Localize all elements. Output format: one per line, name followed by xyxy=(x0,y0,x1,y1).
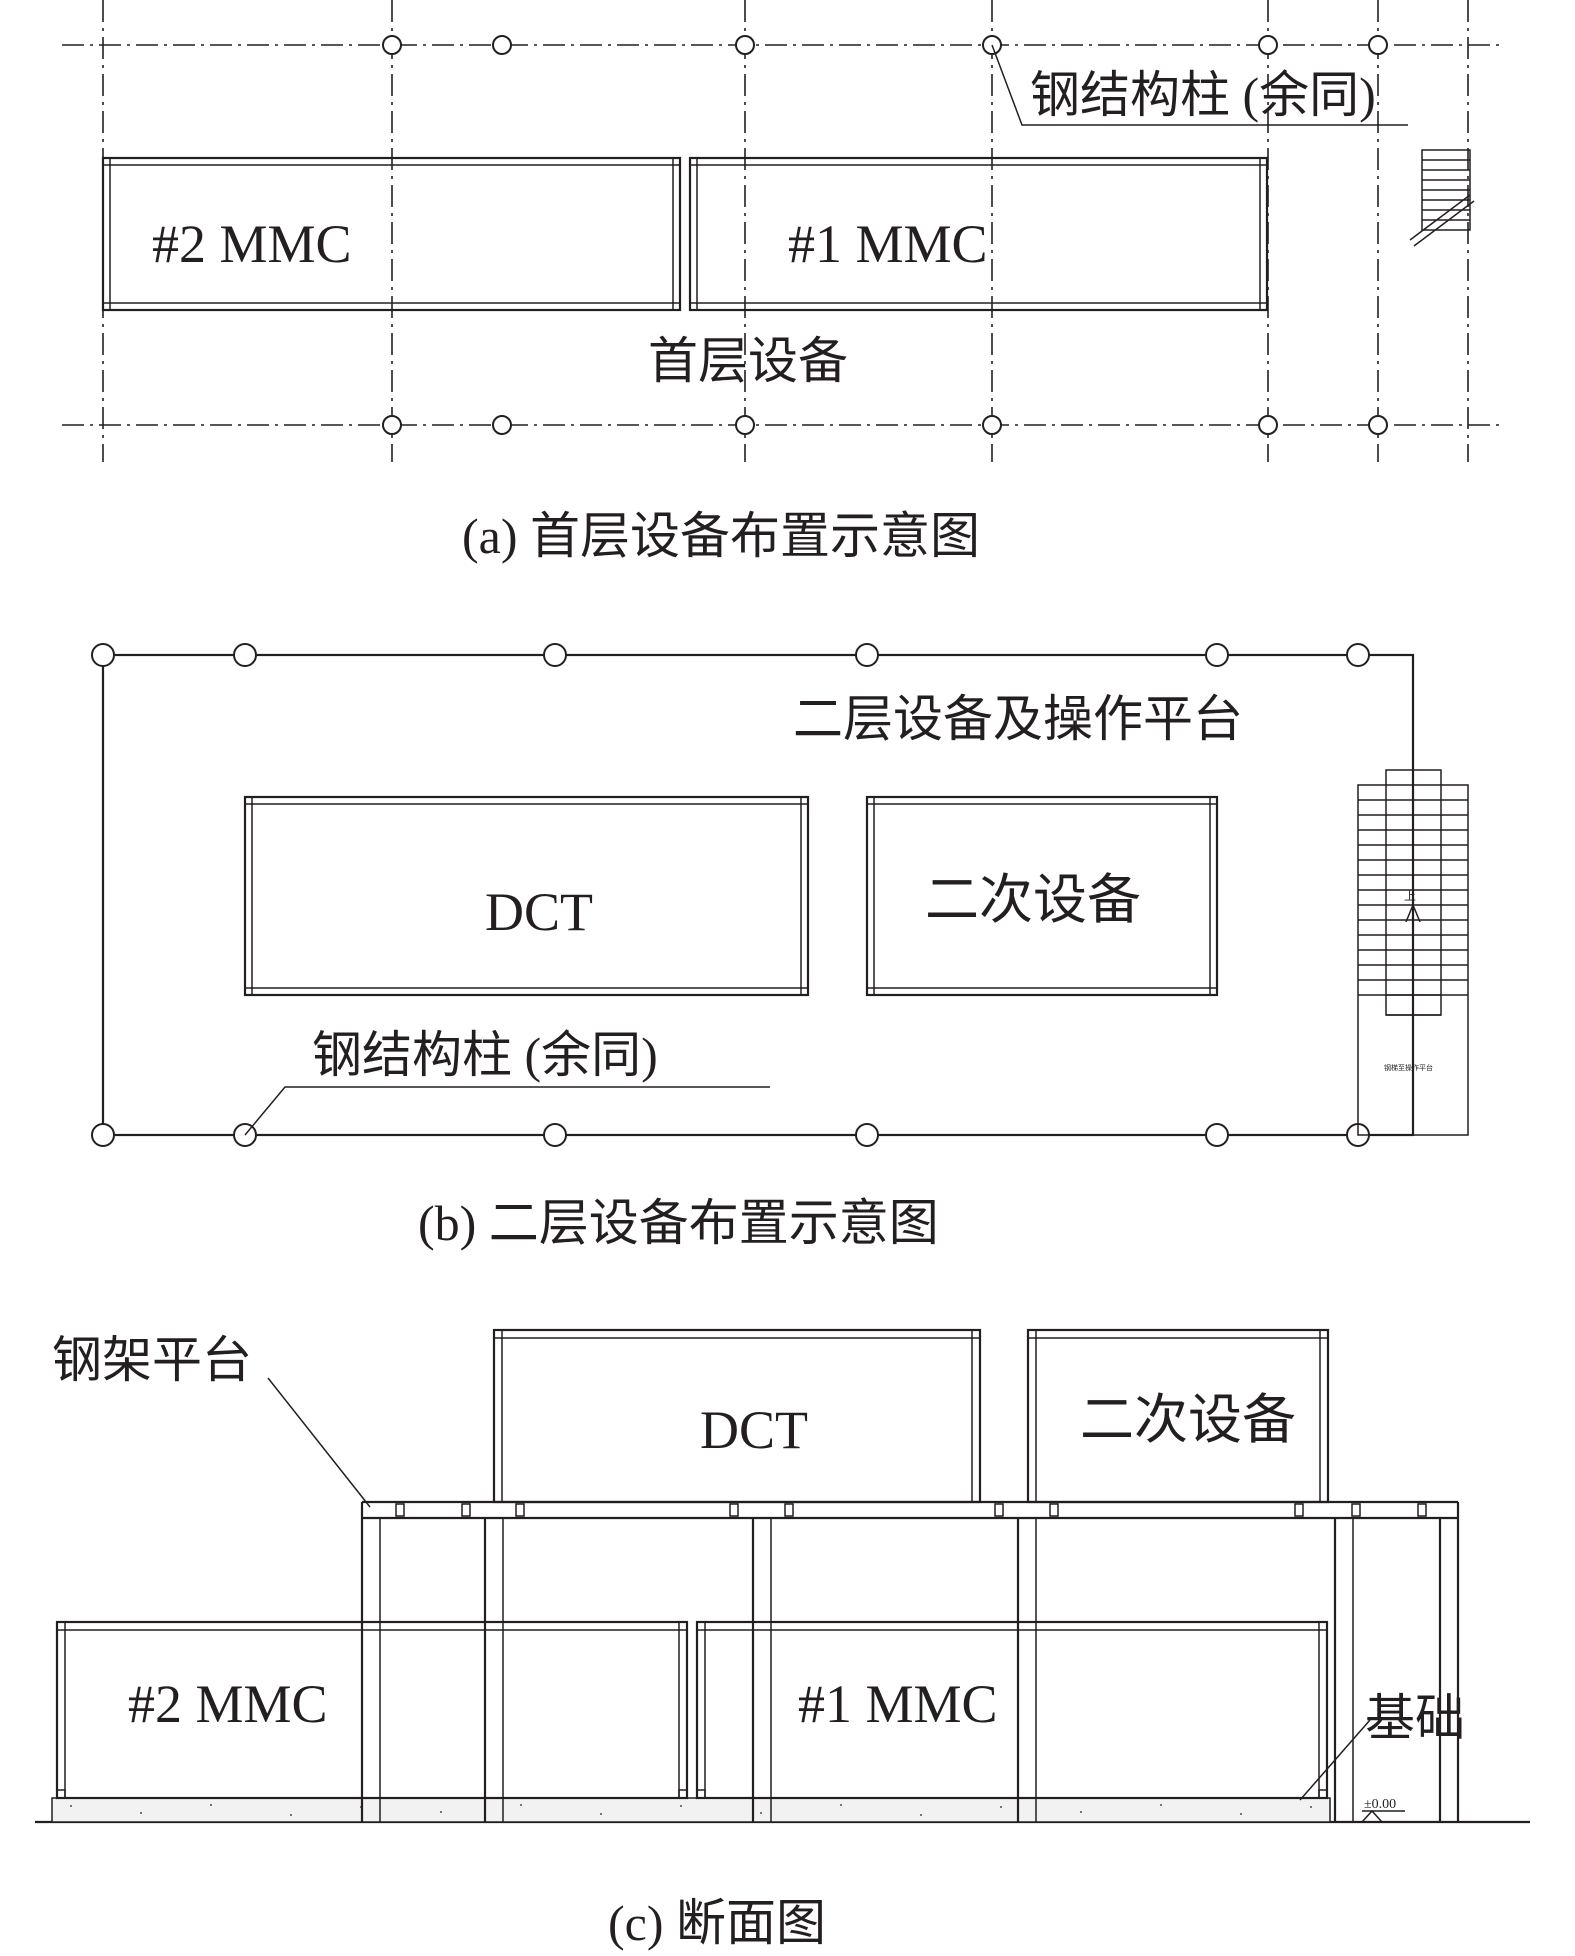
stair-symbol xyxy=(1409,149,1475,247)
secondary-equipment-label: 二次设备 xyxy=(925,870,1141,930)
stair-up-mark: 上 xyxy=(1404,889,1416,903)
steel-column-note: 钢结构柱 (余同) xyxy=(1030,67,1376,123)
steel-column-note: 钢结构柱 (余同) xyxy=(312,1027,658,1083)
foundation-label: 基础 xyxy=(1365,1690,1465,1746)
foundation-texture xyxy=(70,1804,1312,1816)
column-leader-line xyxy=(244,1086,770,1136)
steel-platform-leader xyxy=(267,1377,371,1508)
second-floor-platform-label: 二层设备及操作平台 xyxy=(793,691,1243,747)
panel-b-second-floor-layout: 二层设备及操作平台 DCT 二次设备 钢结构柱 (余同) xyxy=(91,643,1469,1251)
foundation xyxy=(51,1797,1331,1823)
mmc2-container xyxy=(101,156,682,312)
column-leader-line xyxy=(991,44,1408,126)
stair-note: 钢梯至操作平台 xyxy=(1384,1063,1433,1072)
mmc1-container xyxy=(695,1620,1329,1800)
platform-connectors xyxy=(395,1503,1427,1517)
elevation-marker xyxy=(1361,1809,1405,1823)
panel-c-caption: (c) 断面图 xyxy=(608,1895,826,1951)
dct-container xyxy=(243,795,810,997)
steel-frame-platform-label: 钢架平台 xyxy=(52,1332,252,1388)
elevation-label: ±0.00 xyxy=(1364,1797,1396,1812)
mmc2-label: #2 MMC xyxy=(152,214,352,274)
dct-container xyxy=(492,1328,982,1504)
steel-columns xyxy=(382,35,1388,435)
platform-outline xyxy=(101,653,1415,1137)
panel-a-ground-floor-layout: #2 MMC #1 MMC 首层设备 钢结构柱 (余同) (a) 首层设备布置示… xyxy=(62,0,1500,564)
staircase xyxy=(1357,655,1469,1136)
mmc2-section-label: #2 MMC xyxy=(128,1674,328,1734)
panel-b-caption: (b) 二层设备布置示意图 xyxy=(418,1195,939,1251)
mmc1-label: #1 MMC xyxy=(788,214,988,274)
steel-frame-platform xyxy=(360,1500,1460,1822)
panel-c-section-view: DCT 二次设备 #2 MMC #1 MMC 钢架平台 基础 xyxy=(35,1328,1530,1951)
foundation-leader xyxy=(1299,1719,1371,1801)
secondary-equipment-section-label: 二次设备 xyxy=(1080,1390,1296,1450)
dct-section-label: DCT xyxy=(700,1400,808,1460)
mmc1-section-label: #1 MMC xyxy=(798,1674,998,1734)
panel-a-caption: (a) 首层设备布置示意图 xyxy=(462,508,980,564)
secondary-equipment-container xyxy=(1026,1328,1330,1504)
mmc2-container xyxy=(55,1620,689,1800)
ground-floor-equipment-label: 首层设备 xyxy=(648,333,848,389)
secondary-equipment-container xyxy=(865,795,1219,997)
dct-label: DCT xyxy=(485,882,593,942)
mmc1-container xyxy=(688,156,1269,312)
